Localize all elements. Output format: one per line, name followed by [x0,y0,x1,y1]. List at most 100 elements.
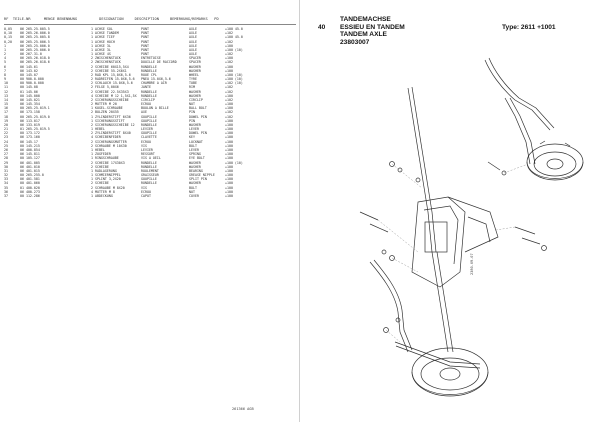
designation: PONT [141,31,149,36]
part-name: 1 HEBEL [91,127,105,132]
designation: ROULEMENT [141,168,159,173]
ref-number: 34 [4,181,8,186]
part-number: 06 173.160 [20,135,40,140]
part-number: 06 265.25.006.0 [20,47,50,52]
description: CIRCLIP [189,97,203,102]
lower-wheel-tyre [411,347,489,397]
ref-number: 1 [4,47,6,52]
remark: +100 (10) [225,160,243,165]
part-number: 06 401.015 [20,168,40,173]
part-name: 1 ACHSE 3L [91,43,111,48]
part-name: 2 ZYLINDERSTIFT 8X40 [91,131,131,136]
description: PIN [189,110,195,115]
remark: +100 [225,143,233,148]
part-name: 2 MUTTER M 20 [91,102,117,107]
remark: +100 (10) [225,77,243,82]
designation: PONT [141,52,149,57]
central-frame [411,196,466,288]
designation: RONDELLE [141,122,157,127]
description: SPACER [189,60,201,65]
part-number: 06 145.61 [20,64,38,69]
ref-number: 15 [4,102,8,107]
ref-number: 10 [4,81,8,86]
description: SPLIT PIN [189,177,207,182]
part-name: 2 SCHEIBE [91,181,109,186]
part-number: 00 900.0.000 [20,81,44,86]
part-number: 06 265.26.018.0 [20,56,50,61]
description: TYRE [189,77,197,82]
part-name: 1 ACHSE 4S [91,52,111,57]
remark: +102 [225,89,233,94]
designation: AXE [141,110,147,115]
remark: +102 [225,31,233,36]
remark: +102 [225,110,233,115]
part-number: 06 400.273 [20,189,40,194]
designation: RONDELLE [141,89,157,94]
part-number: 01 265.25.019.5 [20,127,50,132]
ref-number: 37 [4,193,8,198]
part-name: 1 RADLAGERUNG [91,168,117,173]
remark: +100 [225,64,233,69]
part-name: 1 ACHSE HOCH [91,39,115,44]
part-number: 06 265.25.005.5 [20,27,50,31]
designation: VIS [141,143,147,148]
remark: +100 [225,127,233,132]
remark: +100 (10) [225,72,243,77]
part-name: 2 ZWISCHENSTUCK [91,60,121,65]
designation: CHAMBRE A AIR [141,81,167,86]
part-name: 2 SCHRAUBE M 10X30 [91,143,127,148]
part-number: 01 145.06 [20,89,38,94]
part-name: 2 BOLZEN 20X55 [91,110,119,115]
description: COVER [189,193,199,198]
page-gutter [299,0,300,422]
ref-number: 4 [4,56,6,61]
part-number: 00 265.255.0 [20,173,44,178]
table-row: 10 00 900.0.000 2 SCHLAUCH 15.0X6,5-6 CHAMB… [4,81,296,85]
part-number: 06 113.017 [20,118,40,123]
description: WASHER [189,89,201,94]
ref-number: 19 [4,118,8,123]
ref-number: 14 [4,97,8,102]
part-number: 00 401.060 [20,181,40,186]
part-name: 2 SICHERUNGSSCHEIBE 12 [91,122,135,127]
part-name: 2 SICHERUNGSSCHEIBE [91,97,129,102]
ref-number: 12 [4,89,8,94]
description: WASHER [189,181,201,186]
part-name: 2 SCHEIBE 22.5X35X3 [91,89,129,94]
description: WASHER [189,93,201,98]
part-number: 06 401.010 [20,164,40,169]
designation: GOUPILLE [141,114,157,119]
title-en: TANDEM AXLE [340,31,387,39]
description: SPACER [189,56,201,61]
drawing-number: 23803007 [340,38,370,46]
remark: +100 [225,118,233,123]
description: NUT [189,189,195,194]
ref-number: 1 [4,43,6,48]
ref-number: 2 [4,52,6,57]
ref-number: 29 [4,160,8,165]
ref-number: 21 [4,127,8,132]
detail-bolt-2 [369,223,389,233]
part-number: 06 145.354 [20,102,40,107]
part-name: 2 SCHLAUCH 15.0X6,5-6 [91,81,133,86]
part-number: 06 400.854 [20,147,40,152]
ref-number: 11 [4,85,8,90]
remark: +100 [225,147,233,152]
designation: PONT [141,39,149,44]
part-number: 00 900.0.000 [20,77,44,82]
part-name: 2 RADREIFEN 15.0X6,5-6 [91,77,135,82]
part-number: 00 112.286 [20,193,40,198]
description: WASHER [189,64,201,69]
description: WHEEL [189,72,199,77]
